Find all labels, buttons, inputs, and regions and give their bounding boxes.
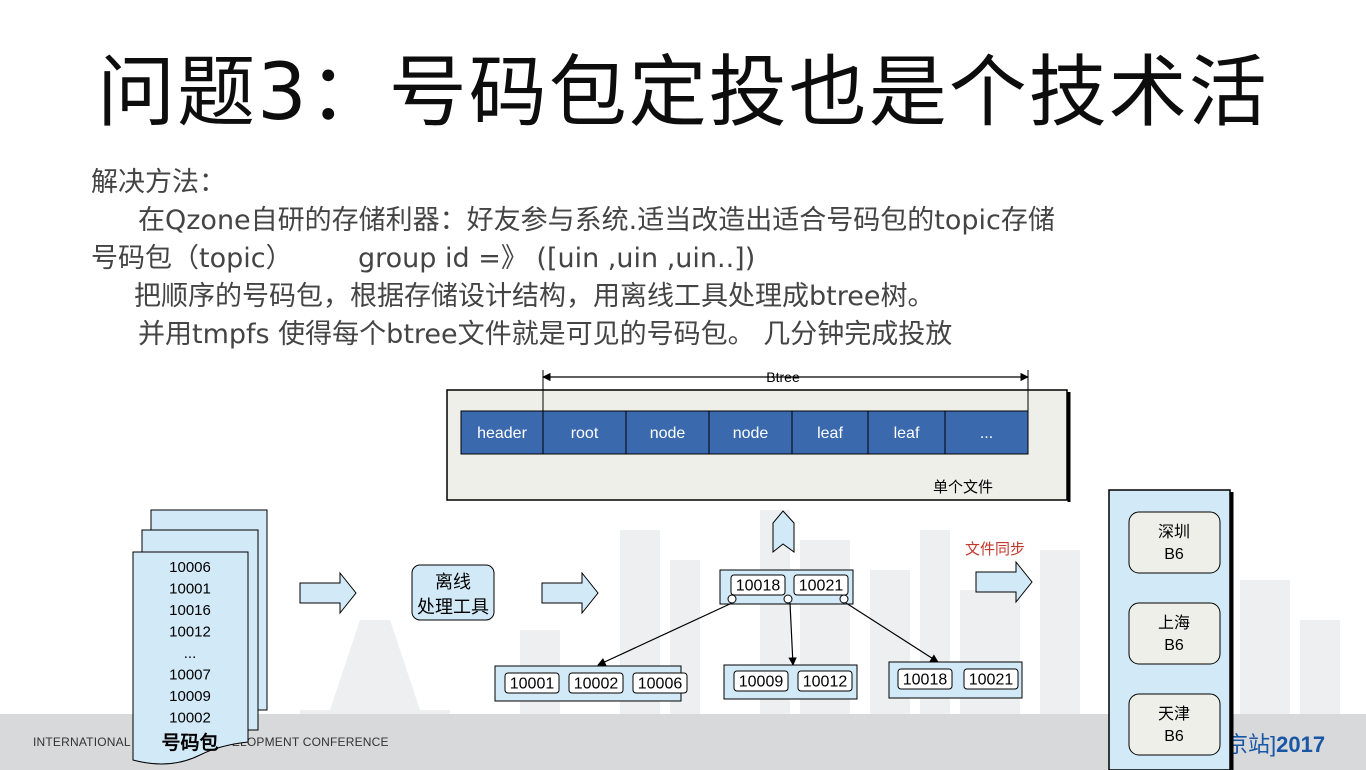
file-cell bbox=[542, 410, 627, 455]
file-cell bbox=[625, 410, 710, 455]
number-package-label: 号码包 bbox=[161, 731, 218, 754]
btree-key: 10002 bbox=[574, 676, 619, 693]
package-number: 10016 bbox=[169, 602, 211, 619]
file-cell bbox=[708, 410, 793, 455]
site-box bbox=[1128, 511, 1221, 574]
flow-arrow-up bbox=[772, 510, 795, 554]
btree-key-box bbox=[897, 668, 953, 690]
btree-key-box bbox=[797, 670, 853, 692]
footer-station: 京站] bbox=[1226, 732, 1277, 757]
site-city: 天津 bbox=[1158, 705, 1190, 723]
btree-key-box bbox=[793, 574, 849, 596]
file-cell bbox=[944, 410, 1029, 455]
btree-label: Btree bbox=[766, 369, 800, 385]
file-cell-label: leaf bbox=[894, 425, 920, 442]
site-box bbox=[1128, 602, 1221, 665]
sync-label: 文件同步 bbox=[965, 541, 1025, 558]
flow-arrow-1 bbox=[299, 571, 357, 615]
btree-key: 10021 bbox=[969, 672, 1014, 689]
file-cell-label: node bbox=[650, 425, 686, 442]
slide-title: 问题3：号码包定投也是个技术活 bbox=[97, 48, 1269, 138]
solution-line-4: 并用tmpfs 使得每个btree文件就是可见的号码包。 几分钟完成投放 bbox=[138, 319, 953, 350]
btree-key: 10018 bbox=[903, 672, 948, 689]
offline-tool-line2: 处理工具 bbox=[417, 597, 489, 617]
package-number: 10001 bbox=[169, 581, 211, 598]
file-cell-label: node bbox=[733, 425, 769, 442]
package-number: 10009 bbox=[169, 688, 211, 705]
file-cell bbox=[460, 410, 544, 455]
btree-key: 10021 bbox=[799, 578, 844, 595]
package-number: 10007 bbox=[169, 667, 211, 684]
file-cell-label: ... bbox=[980, 425, 993, 442]
offline-tool-line1: 离线 bbox=[435, 572, 471, 592]
btree-key: 10009 bbox=[739, 674, 784, 691]
solution-heading: 解决方法： bbox=[91, 167, 226, 198]
offline-tool-box bbox=[411, 564, 495, 621]
site-box bbox=[1128, 693, 1221, 756]
file-cell-label: leaf bbox=[817, 425, 843, 442]
btree-key-box bbox=[730, 574, 786, 596]
flow-arrow-2 bbox=[541, 571, 599, 615]
btree-key: 10006 bbox=[638, 676, 683, 693]
package-number: ... bbox=[184, 645, 197, 662]
single-file-label: 单个文件 bbox=[933, 479, 993, 496]
site-city: 深圳 bbox=[1158, 523, 1190, 541]
file-cell bbox=[791, 410, 869, 455]
package-number: 10002 bbox=[169, 710, 211, 727]
site-code: B6 bbox=[1164, 728, 1184, 745]
solution-line-2b: group id =》 ([uin ,uin ,uin..]) bbox=[358, 243, 756, 274]
btree-key-box bbox=[568, 672, 624, 694]
number-package-page bbox=[132, 551, 249, 765]
footer-year-number: 2017 bbox=[1276, 732, 1326, 757]
file-cell-label: root bbox=[571, 425, 599, 442]
site-code: B6 bbox=[1164, 637, 1184, 654]
sync-arrow bbox=[975, 560, 1033, 604]
btree-key: 10018 bbox=[736, 578, 781, 595]
btree-key-box bbox=[504, 672, 560, 694]
package-number: 10012 bbox=[169, 624, 211, 641]
site-city: 上海 bbox=[1158, 614, 1190, 632]
btree-key-box bbox=[733, 670, 789, 692]
solution-line-2a: 号码包（topic） bbox=[91, 243, 293, 274]
site-code: B6 bbox=[1164, 546, 1184, 563]
package-number: 10006 bbox=[169, 559, 211, 576]
file-cell-label: header bbox=[477, 425, 527, 442]
solution-line-3: 把顺序的号码包，根据存储设计结构，用离线工具处理成btree树。 bbox=[134, 281, 935, 312]
solution-line-1: 在Qzone自研的存储利器：好友参与系统.适当改造出适合号码包的topic存储 bbox=[138, 205, 1055, 236]
btree-key: 10012 bbox=[803, 674, 848, 691]
btree-key-box bbox=[963, 668, 1019, 690]
footer-year: 京站]2017 bbox=[1226, 727, 1325, 759]
btree-key-box bbox=[632, 672, 688, 694]
btree-key: 10001 bbox=[510, 676, 555, 693]
